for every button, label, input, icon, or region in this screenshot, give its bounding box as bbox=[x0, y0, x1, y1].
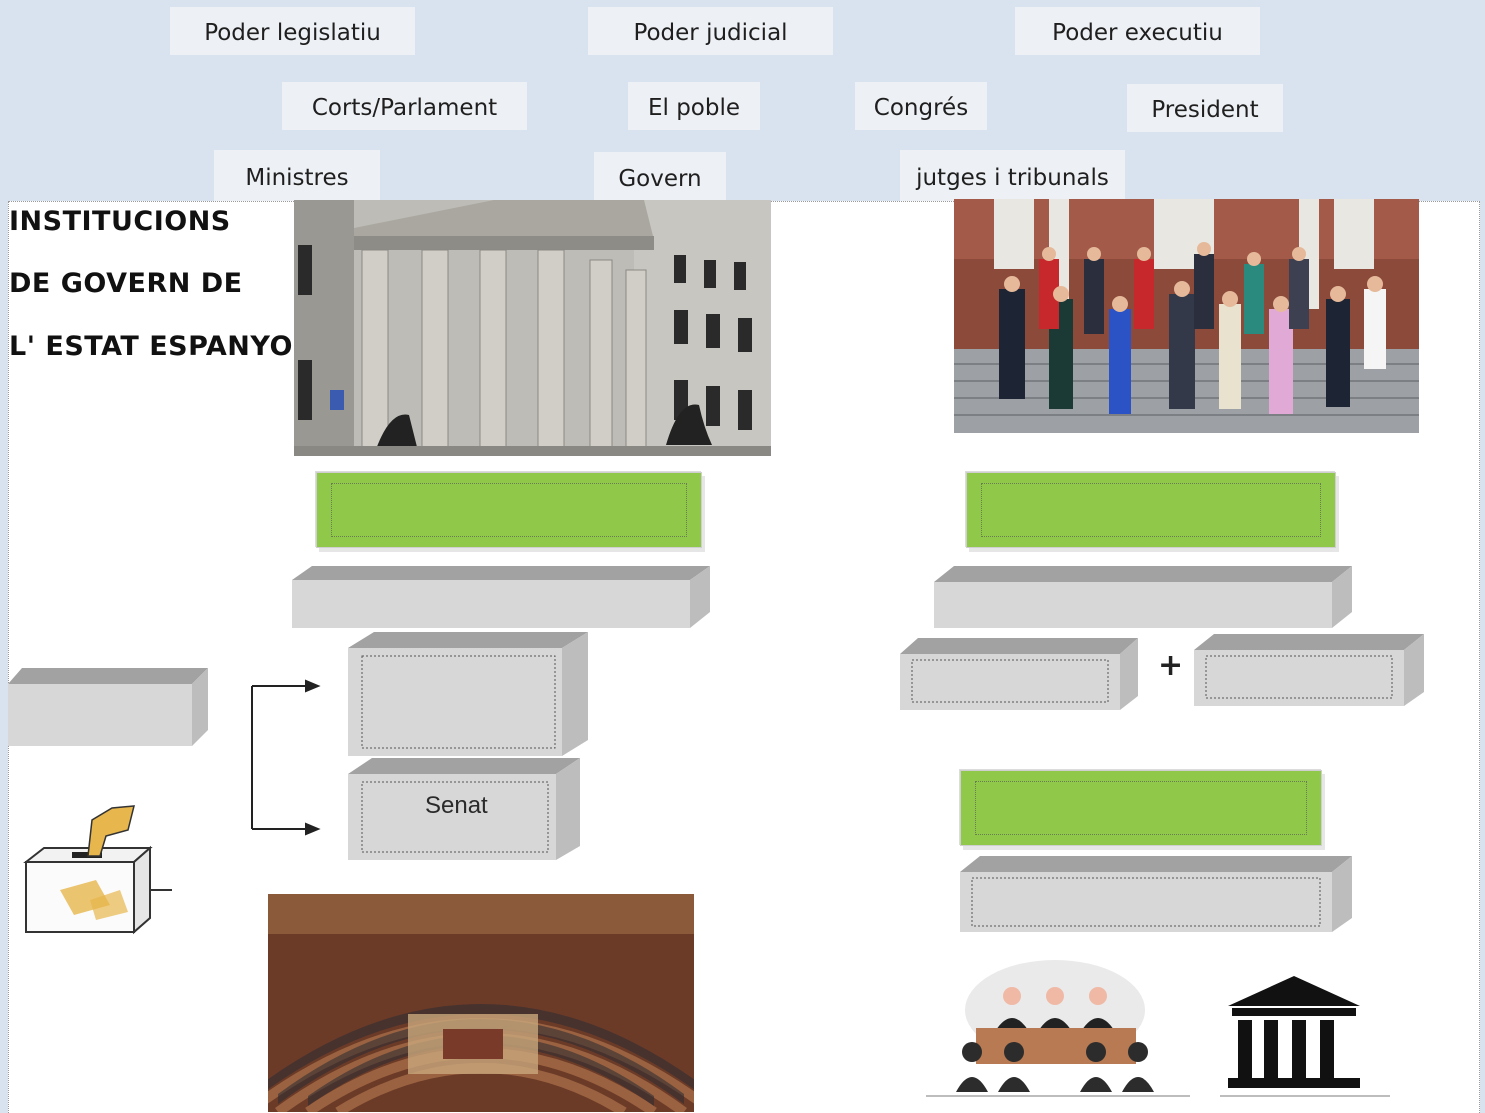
chip-poder-judicial[interactable]: Poder judicial bbox=[588, 7, 833, 55]
parliament-chamber-photo bbox=[268, 894, 694, 1112]
chip-corts-parlament[interactable]: Corts/Parlament bbox=[282, 82, 527, 130]
chip-president[interactable]: President bbox=[1127, 84, 1283, 132]
chip-govern[interactable]: Govern bbox=[594, 152, 726, 202]
drop-box-el-poble[interactable] bbox=[8, 668, 208, 746]
drop-box-ministres[interactable] bbox=[1194, 634, 1424, 706]
arrow-icon bbox=[251, 679, 321, 836]
drop-box-executive-power bbox=[966, 472, 1336, 548]
plus-sign: + bbox=[1158, 648, 1184, 683]
drop-box-congres[interactable] bbox=[348, 632, 588, 756]
ballot-box-icon bbox=[23, 805, 172, 935]
drop-box-president[interactable] bbox=[900, 638, 1138, 710]
senat-box bbox=[348, 758, 580, 860]
drop-box-judicial-power bbox=[960, 770, 1322, 846]
worksheet-title-line-2: DE GOVERN DE bbox=[9, 268, 243, 299]
chip-poder-legislatiu[interactable]: Poder legislatiu bbox=[170, 7, 415, 55]
drop-box-govern[interactable] bbox=[934, 566, 1352, 628]
drop-box-corts[interactable] bbox=[292, 566, 710, 628]
congress-building-photo bbox=[294, 200, 771, 456]
drop-box-jutges[interactable] bbox=[960, 856, 1352, 932]
chip-ministres[interactable]: Ministres bbox=[214, 150, 380, 202]
drop-box-legislative-power bbox=[316, 472, 702, 548]
drop-zone-executive-power[interactable] bbox=[981, 483, 1321, 537]
judges-panel-icon bbox=[926, 960, 1190, 1097]
chip-jutges-tribunals[interactable]: jutges i tribunals bbox=[900, 150, 1125, 202]
drop-zone-legislative-power[interactable] bbox=[331, 483, 687, 537]
senat-label: Senat bbox=[425, 792, 488, 819]
drop-zone-judicial-power[interactable] bbox=[975, 781, 1307, 835]
worksheet-title-line-3: L' ESTAT ESPANYOL bbox=[9, 331, 311, 362]
courthouse-icon bbox=[1220, 976, 1390, 1097]
chip-poder-executiu[interactable]: Poder executiu bbox=[1015, 7, 1260, 55]
worksheet-title-line-1: INSTITUCIONS bbox=[9, 206, 231, 237]
government-group-photo bbox=[954, 199, 1419, 433]
chip-congres[interactable]: Congrés bbox=[855, 82, 987, 130]
chip-el-poble[interactable]: El poble bbox=[628, 82, 760, 130]
